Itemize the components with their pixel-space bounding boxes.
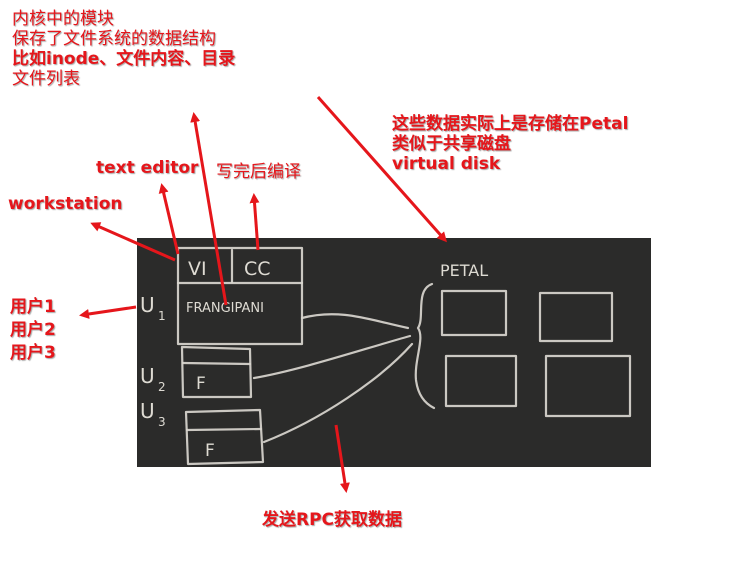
kernel-module-line-4: 文件列表 xyxy=(12,69,80,89)
u1-subscript: 1 xyxy=(158,309,166,323)
workstation-annotation: workstation xyxy=(8,194,123,214)
arrow-petal-storage xyxy=(316,96,447,243)
connection-u1 xyxy=(300,313,410,330)
kernel-module-line-2: 保存了文件系统的数据结构 xyxy=(12,29,216,49)
petal-label: PETAL xyxy=(440,261,488,280)
workstation-u1: VI CC FRANGIPANI xyxy=(176,246,304,346)
arrow-workstation xyxy=(90,222,176,262)
arrow-compile xyxy=(249,193,260,251)
vi-label: VI xyxy=(188,258,207,280)
u2-subscript: 2 xyxy=(158,380,166,394)
arrow-rpc xyxy=(334,424,350,493)
text-editor-annotation: text editor xyxy=(96,158,199,178)
petal-storage-annotation: 这些数据实际上是存储在Petal 类似于共享磁盘 virtual disk xyxy=(392,114,628,174)
u3-subscript: 3 xyxy=(158,415,166,429)
f-label-2: F xyxy=(196,374,206,394)
petal-disk-1 xyxy=(440,289,508,337)
petal-storage-line-2: 类似于共享磁盘 xyxy=(392,134,511,154)
kernel-module-annotation: 内核中的模块 保存了文件系统的数据结构 比如inode、文件内容、目录 文件列表 xyxy=(12,9,235,89)
petal-disk-2 xyxy=(538,291,614,343)
petal-storage-line-1: 这些数据实际上是存储在Petal xyxy=(392,114,629,134)
petal-disk-4 xyxy=(544,354,632,418)
workstation-u3: F xyxy=(184,408,265,466)
users-annotation: 用户1 用户2 用户3 xyxy=(10,296,56,365)
petal-brace xyxy=(414,282,436,410)
user-2-label: 用户2 xyxy=(10,320,56,340)
connection-u3 xyxy=(262,342,414,444)
connection-u2 xyxy=(252,334,412,380)
u2-label: U xyxy=(140,364,155,388)
kernel-module-line-3: 比如inode、文件内容、目录 xyxy=(12,49,236,69)
user-3-label: 用户3 xyxy=(10,343,56,363)
petal-disk-3 xyxy=(444,354,518,408)
rpc-annotation: 发送RPC获取数据 xyxy=(262,510,403,530)
arrow-text-editor xyxy=(158,183,180,255)
u1-label: U xyxy=(140,293,155,317)
arrow-users xyxy=(79,305,137,319)
workstation-u2: F xyxy=(180,345,253,399)
compile-annotation: 写完后编译 xyxy=(216,162,301,182)
petal-disks xyxy=(440,289,632,418)
kernel-module-line-1: 内核中的模块 xyxy=(12,9,114,29)
blackboard xyxy=(137,238,651,467)
f-label-3: F xyxy=(205,441,215,461)
user-1-label: 用户1 xyxy=(10,297,56,317)
u3-label: U xyxy=(140,399,155,423)
frangipani-label: FRANGIPANI xyxy=(186,301,264,316)
petal-storage-line-3: virtual disk xyxy=(392,154,501,174)
cc-label: CC xyxy=(244,258,271,280)
arrow-kernel-module xyxy=(190,112,228,306)
